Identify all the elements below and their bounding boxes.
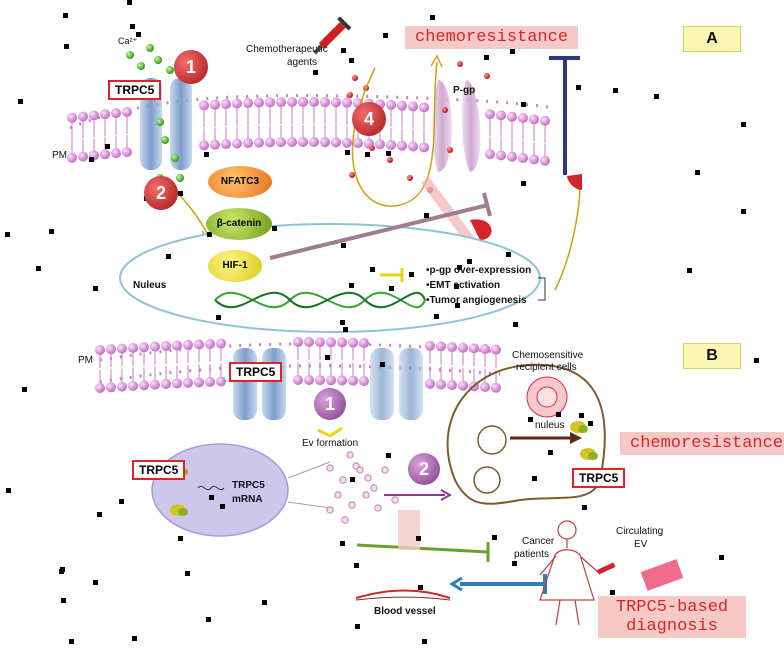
noise-specks [5, 0, 759, 644]
circulating-ev-line1: Circulating [616, 526, 664, 537]
inhibition-bar-grey [269, 203, 489, 260]
pgp-channel [432, 80, 481, 172]
trpc5-label-b-membrane: TRPC5 [229, 362, 283, 382]
inhibition-bar-blue [549, 56, 580, 175]
trpc5-label-a: TRPC5 [108, 80, 162, 100]
recipient-line1: Chemosensitive [512, 350, 584, 361]
pm-label-a: PM [52, 150, 67, 161]
pgp-label: P-gp [453, 85, 476, 96]
chemo-agents-line2: agents [287, 57, 318, 68]
chemo-agents-line1: Chemotherapeutic [246, 44, 328, 55]
blood-vessel-label: Blood vessel [374, 606, 436, 617]
trpc5-label-ev: TRPC5 [132, 460, 186, 480]
diagnosis-banner: TRPC5-based diagnosis [598, 596, 746, 638]
hif1-blob: HIF-1 [208, 250, 262, 282]
outcome-angiogenesis: •Tumor angiogenesis [426, 295, 527, 306]
ev-mrna-line1: TRPC5 [232, 480, 265, 491]
step-circle-b2: 2 [408, 453, 440, 485]
ev-formation-label: Ev formation [302, 438, 359, 449]
recipient-cell [446, 363, 606, 505]
outcome-emt: •EMT activation [426, 280, 501, 291]
nucleus-label-b: nuleus [535, 420, 565, 431]
vesicle-dots [326, 451, 399, 524]
trpc5-label-recipient: TRPC5 [572, 468, 626, 488]
beta-catenin-blob: β-catenin [206, 208, 272, 240]
panel-tag-a: A [683, 26, 741, 52]
step-circle-a4: 4 [352, 102, 386, 136]
ev-mrna-line2: mRNA [232, 494, 263, 505]
panel-tag-b: B [683, 343, 741, 369]
diagnosis-line1: TRPC5-based [615, 598, 729, 617]
outcome-pgp: •p-gp over-expression [426, 265, 532, 276]
step-circle-a1: 1 [174, 50, 208, 84]
drug-particles [347, 61, 490, 193]
dna-helix [214, 291, 426, 309]
nucleus-label-a: Nuleus [133, 280, 167, 291]
blood-vessel [355, 589, 451, 599]
drug-pathway-arrow [351, 61, 438, 207]
chemoresistance-banner-b: chemoresistance [620, 432, 784, 455]
calcium-label: Ca²⁺ [118, 36, 138, 46]
pm-label-b: PM [78, 355, 93, 366]
syringe-icon [313, 16, 352, 55]
step-circle-a2: 2 [144, 176, 178, 210]
diagnosis-line2: diagnosis [626, 617, 718, 636]
recipient-line2: recipient cells [516, 362, 577, 373]
patient-figure [539, 520, 601, 626]
cancer-patients-line1: Cancer [522, 536, 555, 547]
trpc5-channel-a [140, 78, 192, 170]
nfatc3-blob: NFATC3 [208, 166, 272, 198]
circulating-ev-line2: EV [634, 539, 648, 550]
chemoresistance-banner-a: chemoresistance [405, 26, 579, 49]
nucleus-a [119, 223, 541, 333]
membrane-a [67, 94, 556, 166]
cancer-patients-line2: patients [514, 549, 550, 560]
step-circle-b1: 1 [314, 388, 346, 420]
membrane-b [95, 337, 501, 393]
